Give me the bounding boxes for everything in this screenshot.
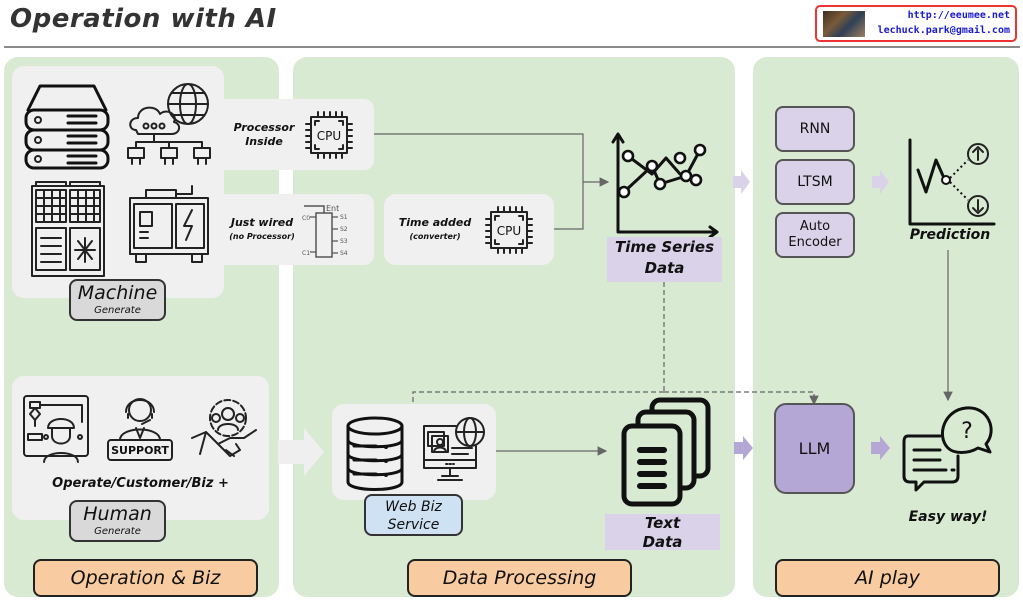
just-wired-box	[210, 194, 374, 265]
credit-url[interactable]: http://eeumee.net	[907, 10, 1010, 21]
support-badge-text: SUPPORT	[111, 444, 169, 457]
svg-text:CPU: CPU	[497, 224, 521, 238]
page-title: Operation with AI	[10, 4, 277, 34]
svg-text:Ent: Ent	[326, 204, 339, 213]
machine-tag-title: Machine	[77, 282, 158, 304]
processor-to-timeseries-line	[374, 133, 584, 230]
database-icon	[346, 416, 404, 491]
operator-engineer-icon	[23, 395, 89, 463]
human-caption: Operate/Customer/Biz +	[52, 476, 229, 491]
business-handshake-icon	[191, 399, 257, 457]
text-documents-icon	[621, 397, 711, 507]
machine-tag-sub: Generate	[94, 305, 141, 316]
web-monitor-icon	[423, 417, 485, 481]
model-auto-encoder[interactable]: Auto Encoder	[775, 212, 855, 258]
model-ltsm[interactable]: LTSM	[775, 159, 855, 205]
timeseries-to-llm-dashed	[664, 391, 819, 406]
timeseries-to-models-arrow	[733, 170, 750, 194]
author-thumbnail	[823, 11, 865, 37]
easy-way-label: Easy way!	[908, 509, 988, 525]
svg-text:C0: C0	[302, 215, 310, 222]
section-label-processing: Data Processing	[407, 559, 632, 597]
svg-text:C1: C1	[302, 250, 310, 257]
text-to-llm-arrow	[734, 436, 753, 460]
human-to-web-arrow	[278, 428, 324, 476]
machine-tag: Machine Generate	[69, 279, 166, 321]
text-data-label: Text Data	[605, 514, 720, 551]
question-mark: ?	[961, 419, 973, 444]
llm-box[interactable]: LLM	[774, 403, 855, 494]
model-rnn[interactable]: RNN	[775, 106, 855, 152]
human-tag-sub: Generate	[94, 526, 141, 537]
llm-to-chat-arrow	[871, 436, 890, 460]
credit-box: http://eeumee.net lechuck.park@gmail.com	[815, 5, 1017, 42]
prediction-label: Prediction	[909, 227, 991, 243]
cpu-converter-icon: CPU	[485, 206, 533, 254]
processor-inside-label: Processor Inside	[233, 121, 295, 148]
demux-circuit-icon: Ent C0 C1 S1 S2 S3 S4	[302, 204, 348, 258]
time-series-chart-icon	[611, 132, 719, 239]
cpu-chip-text: CPU	[317, 129, 341, 143]
human-tag-title: Human	[83, 503, 152, 525]
time-added-label: Time added (converter)	[398, 216, 472, 241]
section-label-ai: AI play	[775, 559, 1000, 597]
power-generator-icon	[129, 185, 209, 263]
time-series-data-label: Time Series Data	[607, 237, 722, 282]
models-to-prediction-arrow	[872, 170, 889, 194]
prediction-chart-icon	[908, 138, 996, 226]
customer-support-icon: SUPPORT	[107, 398, 173, 461]
credit-email[interactable]: lechuck.park@gmail.com	[877, 25, 1010, 36]
svg-text:S1: S1	[340, 214, 348, 221]
time-added-box	[384, 194, 554, 265]
svg-text:S2: S2	[340, 226, 348, 233]
chat-question-icon: ?	[902, 406, 993, 492]
svg-text:S3: S3	[340, 238, 348, 245]
human-tag: Human Generate	[69, 500, 166, 542]
air-conditioner-unit-icon	[31, 181, 105, 277]
server-rack-icon	[24, 84, 110, 170]
web-biz-tag: Web Biz Service	[364, 494, 463, 536]
section-label-operation: Operation & Biz	[33, 559, 258, 597]
title-divider	[4, 46, 1020, 48]
svg-text:S4: S4	[340, 250, 348, 257]
cloud-network-icon	[127, 83, 211, 165]
just-wired-label: Just wired (no Processor)	[229, 216, 295, 241]
cpu-chip-icon: CPU	[305, 111, 353, 159]
